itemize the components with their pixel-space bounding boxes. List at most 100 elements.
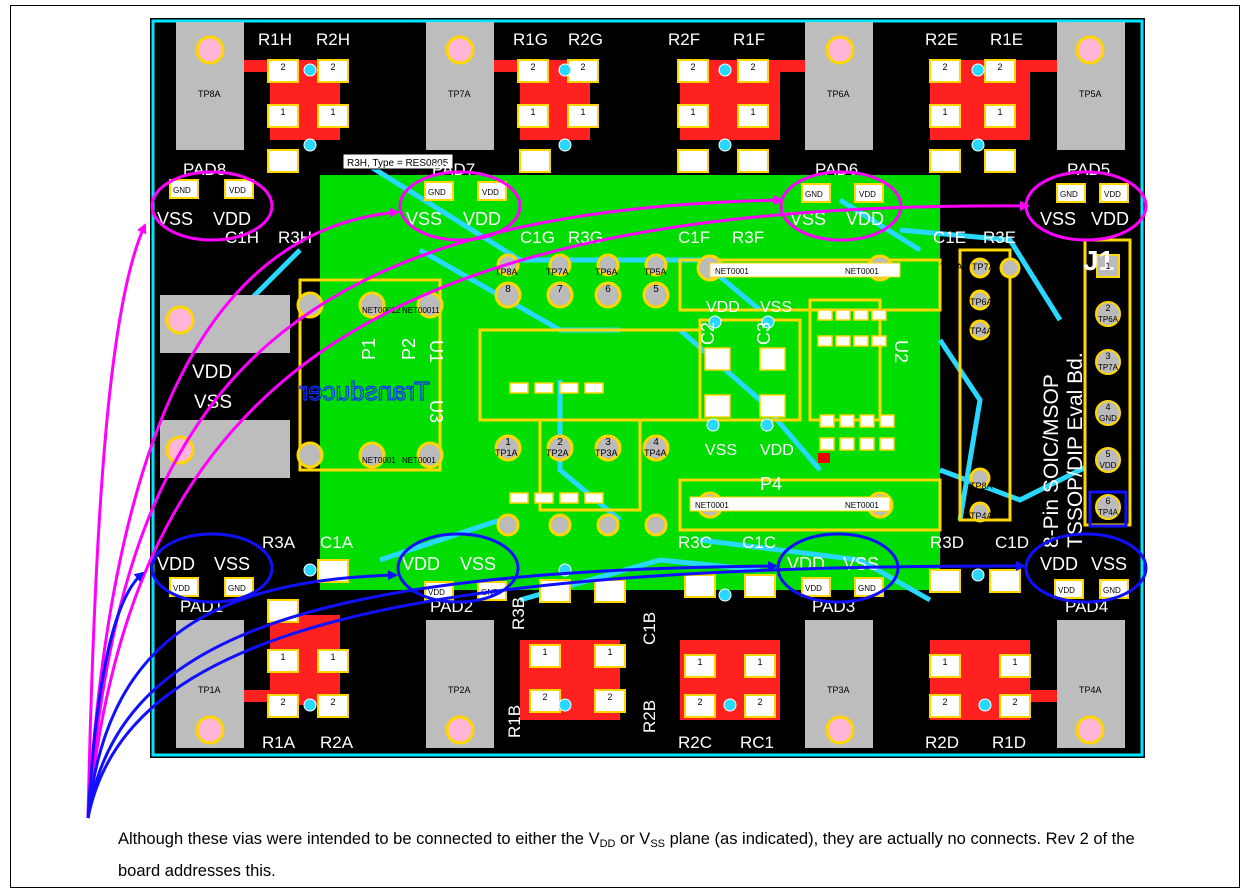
pad-circles (165, 35, 1105, 745)
land-num-18: 1 (330, 652, 335, 662)
land-num-32: 2 (1012, 697, 1017, 707)
land-num-5: 2 (530, 62, 535, 72)
p1-label: P1 (359, 338, 379, 360)
refdes-r2b: R2B (640, 700, 659, 733)
tiny-vdd-5: VDD (1104, 190, 1121, 199)
refdes-r3f: R3F (732, 228, 764, 247)
refdes-r2d: R2D (925, 733, 959, 752)
refdes-r2g: R2G (568, 30, 603, 49)
refdes-r1h: R1H (258, 30, 292, 49)
pad2-vdd: VDD (402, 554, 440, 574)
hover-tooltip: R3H, Type = RES0805 (347, 158, 449, 169)
arrow-pad4 (86, 560, 1026, 819)
arrow-pad1 (86, 571, 145, 819)
tiny-gnd-3: GND (858, 584, 876, 593)
c2-vss-label: VSS (705, 442, 737, 459)
tiny-gnd-1: GND (228, 584, 246, 593)
pad6-label: PAD6 (815, 160, 858, 179)
net-label-strip-bottom (689, 496, 891, 512)
net-label-strip-top (709, 262, 901, 278)
land-num-7: 1 (530, 107, 535, 117)
tiny-vdd-7: VDD (482, 188, 499, 197)
net-label-5: NET00012 (362, 306, 401, 315)
net-label-2: NET0001 (845, 267, 879, 276)
caption-sub-ss: SS (650, 838, 666, 850)
land-num-1: 2 (280, 62, 285, 72)
pad1-vdd: VDD (157, 554, 195, 574)
caption-part1: Although these vias were intended to be … (118, 830, 600, 848)
tp5a-pad-label: TP5A (1079, 89, 1102, 99)
j1-pin-net-4: GND (1099, 414, 1117, 423)
net-label-7: NET0001 (362, 456, 396, 465)
pad7-label: PAD7 (432, 160, 475, 179)
arrow-pad8 (86, 223, 147, 819)
pad6-vdd: VDD (846, 209, 884, 229)
annotation-arrows (86, 195, 1030, 819)
arrow-pad5 (86, 200, 1030, 819)
pad3-vss: VSS (843, 554, 879, 574)
land-num-14: 2 (997, 62, 1002, 72)
tp5a-th-label: TP5A (644, 267, 667, 277)
board-title: 8-Pin SOIC/MSOP TSSOP/DIP Eval Bd. (1040, 352, 1087, 548)
refdes-r2f: R2F (668, 30, 700, 49)
u2-label: U2 (891, 340, 911, 363)
smd-lands (169, 59, 1129, 718)
refdes-c1e: C1E (933, 228, 966, 247)
pad3-vdd: VDD (787, 554, 825, 574)
refdes-r1f: R1F (733, 30, 765, 49)
ellipse-pad2 (396, 532, 520, 604)
tp6a-pad-label: TP6A (827, 89, 850, 99)
tiny-gnd-5: GND (1060, 190, 1078, 199)
land-num-22: 1 (607, 647, 612, 657)
ic-pin-7: 7 (557, 284, 563, 295)
vias (303, 63, 992, 712)
land-num-28: 2 (757, 697, 762, 707)
tp1a-pad-label: TP1A (198, 685, 221, 695)
tp1a-th-label: TP1A (495, 448, 518, 458)
tiny-gnd-4: GND (1103, 586, 1121, 595)
refdes-bottom-group: R3A C1A R3C C1C R3D C1D R1A R2A R2C RC1 … (262, 533, 1029, 752)
tp7a-pad-label: TP7A (448, 89, 471, 99)
caption-part2: or V (615, 830, 651, 848)
j1-pin1-square (1096, 254, 1120, 278)
refdes-c1d: C1D (995, 533, 1029, 552)
refdes-r2c: R2C (678, 733, 712, 752)
tiny-vdd-2: VDD (428, 588, 445, 597)
ic-pin-8: 8 (505, 284, 511, 295)
refdes-r1b: R1B (505, 705, 524, 738)
board-title-line2: TSSOP/DIP Eval Bd. (1064, 352, 1087, 548)
left-vdd-label: VDD (192, 362, 232, 383)
pad8-label: PAD8 (183, 160, 226, 179)
tiny-vdd-6: VDD (859, 190, 876, 199)
c2-label: C2 (698, 322, 718, 345)
refdes-c1b: C1B (640, 612, 659, 645)
land-num-13: 2 (942, 62, 947, 72)
refdes-c1c: C1C (742, 533, 776, 552)
arrow-pad7 (86, 207, 400, 819)
j1-pin-num-3: 3 (1105, 351, 1110, 361)
land-num-30: 1 (1012, 657, 1017, 667)
silkscreen (298, 248, 1012, 532)
highlight-ellipses (150, 170, 1148, 604)
refdes-r1g: R1G (513, 30, 548, 49)
pad1-vss: VSS (214, 554, 250, 574)
land-num-26: 1 (757, 657, 762, 667)
connector-pin-nets: TP6A TP7A GND VDD TP4A (1098, 315, 1119, 517)
land-num-11: 1 (690, 107, 695, 117)
board-title-line1: 8-Pin SOIC/MSOP (1040, 374, 1063, 548)
c2-vdd-label: VDD (706, 299, 740, 316)
j1-pin-num-5: 5 (1105, 449, 1110, 459)
ellipse-pad7 (398, 170, 522, 242)
tp2a-th-label: TP2A (546, 448, 569, 458)
tp-labels: TP8A TP7A TP6A TP5A TP1A TP2A TP3A TP4A … (198, 89, 1102, 695)
refdes-r1d: R1D (992, 733, 1026, 752)
u1-label: U1 (426, 340, 446, 363)
refdes-r3d: R3D (930, 533, 964, 552)
land-num-9: 2 (690, 62, 695, 72)
land-num-24: 2 (607, 692, 612, 702)
refdes-r1a: R1A (262, 733, 296, 752)
land-num-29: 1 (942, 657, 947, 667)
ellipse-pad8 (150, 170, 274, 242)
ground-plane (320, 175, 940, 590)
